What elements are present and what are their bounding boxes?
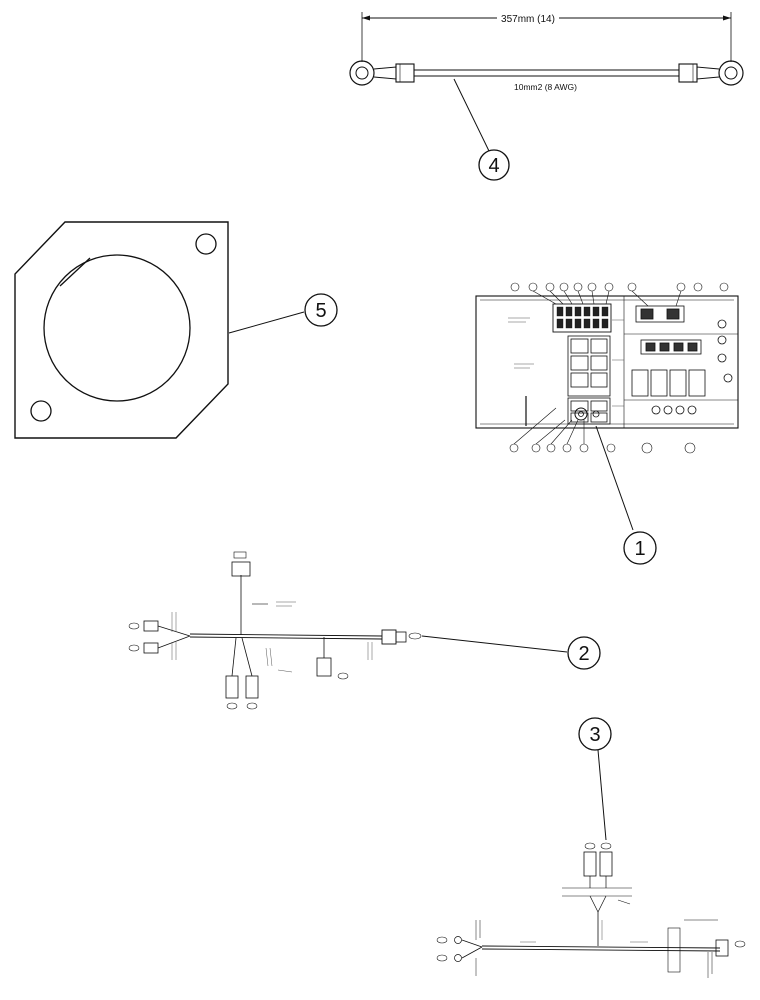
callout-1: 1 <box>623 531 657 565</box>
relay-fuse-panel <box>475 282 739 531</box>
svg-text:5: 5 <box>315 300 326 322</box>
svg-text:4: 4 <box>488 155 499 177</box>
gasket-plate <box>14 221 305 439</box>
wiring-harness-b <box>436 749 746 978</box>
svg-text:3: 3 <box>589 724 600 746</box>
callout-3: 3 <box>578 717 612 751</box>
cable-gauge-label: 10mm2 (8 AWG) <box>514 82 577 92</box>
callout-4: 4 <box>478 149 510 181</box>
wiring-harness-a <box>128 551 568 710</box>
callout-5: 5 <box>304 293 338 327</box>
svg-text:2: 2 <box>578 643 589 665</box>
svg-text:1: 1 <box>634 538 645 560</box>
callout-2: 2 <box>567 636 601 670</box>
cable-length-dimension: 357mm (14) <box>501 14 555 25</box>
battery-cable: 357mm (14) 10mm2 (8 AWG) <box>349 10 744 152</box>
